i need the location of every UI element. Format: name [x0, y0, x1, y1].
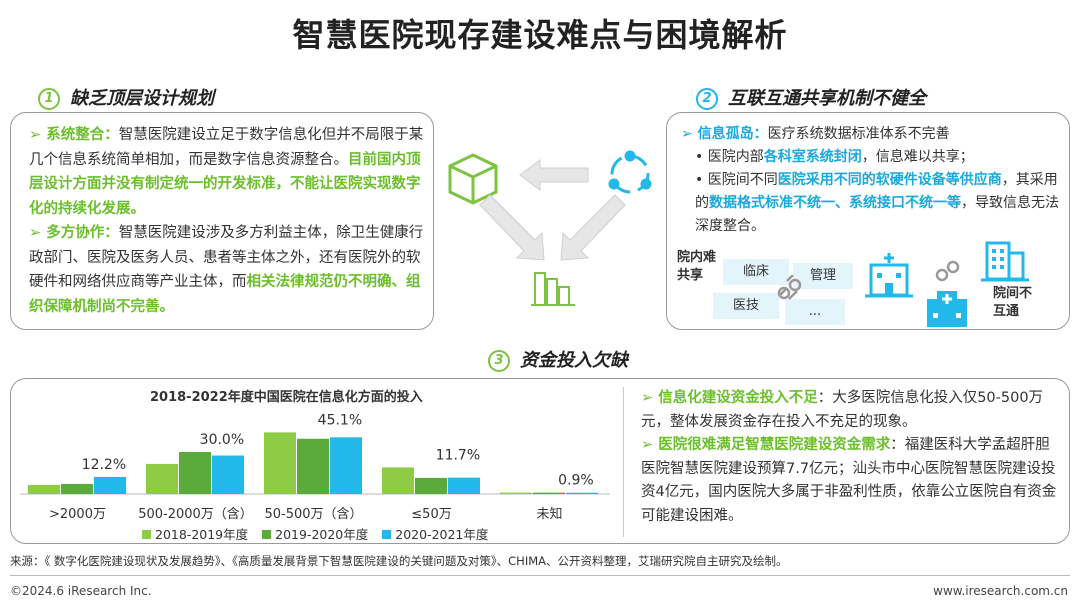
section2-number: 2: [696, 88, 718, 110]
broken-link-icon-2: [935, 260, 960, 282]
section1-box: ➢ 系统整合：智慧医院建设立足于数字信息化但并不局限于某几个信息系统简单相加，而…: [10, 112, 434, 330]
bar-3-2: [297, 438, 329, 494]
bar-1-3: [94, 476, 126, 494]
bar-4-1: [382, 467, 414, 494]
bar-4-2: [415, 477, 447, 494]
data-label-2: 30.0%: [200, 432, 244, 448]
data-label-4: 11.7%: [436, 447, 480, 463]
section2-title: 互联互通共享机制不健全: [728, 88, 926, 109]
section3-title: 资金投入欠缺: [520, 350, 628, 371]
funding-shortage-text: ：大多医院信息化投入仅50-500万元，整体发展资金存在投入不充足的现象。: [641, 390, 1044, 430]
legend-label-2: 2019-2020年度: [275, 527, 369, 542]
page-title: 智慧医院现存建设难点与困境解析: [292, 16, 788, 54]
chip-medtech: 医技: [713, 293, 779, 319]
system-integration-text: 智慧医院建设立足于数字信息化但并不局限于某几个信息系统简单相加，而是数字信息资源…: [29, 127, 424, 168]
legend-label-3: 2020-2021年度: [395, 527, 489, 542]
section1-heading: 1 缺乏顶层设计规划: [38, 84, 214, 110]
category-label-3: 50-500万（含）: [264, 506, 362, 522]
category-label-4: ≤50万: [411, 507, 451, 522]
bullet-arrow-icon: ➢: [641, 437, 659, 453]
system-integration-highlight: 目前国内顶层设计方面并没有制定统一的开发标准，不能让医院实现数字化的持续化发展。: [29, 151, 421, 217]
legend-item-1: 2018-2019年度: [142, 527, 248, 542]
inter-hospital-label: 院间不互通: [993, 286, 1033, 319]
bar-5-1: [500, 492, 532, 494]
funding-demand-label: 医院很难满足智慧医院建设资金需求: [658, 437, 891, 453]
chip-clinical: 临床: [723, 259, 789, 285]
bar-5-3: [566, 492, 598, 494]
hospital-cross-icon: [927, 291, 967, 327]
bullet-arrow-icon: ➢: [29, 225, 47, 241]
bar-3-1: [264, 432, 296, 494]
info-island-label: 信息孤岛：: [697, 126, 768, 142]
section1-title: 缺乏顶层设计规划: [70, 88, 214, 109]
bar-4-3: [448, 477, 480, 494]
b1-highlight: 各科室系统封闭: [763, 149, 862, 165]
bullet-arrow-icon: ➢: [29, 127, 47, 143]
center-illustration: [448, 150, 652, 306]
cube-icon: [448, 153, 498, 205]
chart-legend: 2018-2019年度 2019-2020年度 2020-2021年度: [142, 524, 488, 543]
bar-3-3: [330, 437, 362, 494]
b1-a: 医院内部: [707, 149, 764, 165]
section3-text: ➢ 信息化建设资金投入不足：大多医院信息化投入仅50-500万元，整体发展资金存…: [641, 387, 1061, 528]
bullet-arrow-icon: ➢: [681, 126, 698, 142]
funding-shortage-label: 信息化建设资金投入不足: [658, 390, 818, 406]
section1-text: ➢ 系统整合：智慧医院建设立足于数字信息化但并不局限于某几个信息系统简单相加，而…: [29, 123, 425, 319]
chip-more: ...: [785, 299, 845, 325]
bar-2-1: [146, 463, 178, 494]
office-building-icon: [981, 241, 1029, 282]
arrow-down-left-icon: [560, 194, 626, 261]
data-label-5: 0.9%: [558, 473, 594, 489]
bar-2-2: [179, 452, 211, 494]
info-island-text: 医疗系统数据标准体系不完善: [767, 126, 950, 142]
b2-a: 医院间不同: [707, 172, 778, 188]
section2-box: ➢ 信息孤岛：医疗系统数据标准体系不完善 • 医院内部各科室系统封闭，信息难以共…: [666, 112, 1070, 330]
bullet-arrow-icon: ➢: [641, 390, 659, 406]
legend-label-1: 2018-2019年度: [155, 527, 249, 542]
broken-link-icon: [777, 275, 802, 300]
footer-divider: [10, 575, 1070, 576]
arrow-left-icon: [519, 159, 589, 191]
data-label-1: 12.2%: [82, 457, 126, 473]
bullet-inner: • 医院内部各科室系统封闭，信息难以共享；: [695, 149, 974, 165]
funding-demand-text: ：福建医科大学孟超肝胆医院智慧医院建设预算7.7亿元；汕头市中心医院智慧医院建设…: [641, 437, 1057, 524]
b2-highlight1: 医院采用不同的软硬件设备等供应商: [777, 172, 1002, 188]
b2-c: ，导致信息无法深度整合。: [695, 195, 1059, 234]
source-note: 来源：《 数字化医院建设现状及发展趋势》、《高质量发展背景下智慧医院建设的关键问…: [10, 554, 788, 568]
layers-chart-icon: [531, 272, 575, 306]
section3-number: 3: [488, 350, 510, 372]
inner-share-label: 院内难共享: [677, 250, 717, 283]
b2-b: ，其采用的: [695, 172, 1058, 211]
arrow-down-right-icon: [479, 194, 545, 261]
category-label-2: 500-2000万（含）: [138, 506, 253, 522]
legend-item-3: 2020-2021年度: [382, 527, 488, 542]
bar-1-1: [28, 484, 60, 494]
bar-chart: 12.2% >2000万 30.0% 500-2000万（含） 45.1% 50-500万…: [20, 412, 610, 522]
category-label-1: >2000万: [49, 507, 106, 522]
hospital-building-icon: [865, 253, 913, 298]
website-link[interactable]: www.iresearch.com.cn: [933, 584, 1068, 598]
b1-b: ，信息难以共享；: [861, 149, 974, 165]
collaboration-highlight: 相关法律规范仍不明确、组织保障机制尚不完善。: [29, 274, 421, 315]
category-label-5: 未知: [536, 506, 562, 522]
section2-text: ➢ 信息孤岛：医疗系统数据标准体系不完善 • 医院内部各科室系统封闭，信息难以共…: [681, 123, 1065, 238]
system-integration-label: 系统整合：: [46, 127, 119, 143]
collaboration-label: 多方协作：: [46, 225, 119, 241]
data-label-3: 45.1%: [318, 412, 362, 428]
bar-5-2: [533, 492, 565, 494]
copyright: ©2024.6 iResearch Inc.: [10, 584, 152, 598]
b2-highlight2: 数据格式标准不统一、系统接口不统一等: [709, 195, 961, 211]
bullet-inter: • 医院间不同医院采用不同的软硬件设备等供应商，其采用的数据格式标准不统一、系统…: [695, 172, 1059, 234]
collaboration-text: 智慧医院建设涉及多方利益主体，除卫生健康行政部门、医院及医务人员、患者等主体之外…: [29, 225, 424, 290]
section3-divider: [623, 387, 624, 537]
section1-number: 1: [38, 88, 60, 110]
share-network-icon: [608, 150, 652, 194]
legend-item-2: 2019-2020年度: [262, 527, 368, 542]
chip-management: 管理: [793, 263, 853, 289]
bar-1-2: [61, 483, 93, 494]
chart-title: 2018-2022年度中国医院在信息化方面的投入: [150, 390, 423, 405]
bar-2-3: [212, 455, 244, 494]
section3-heading: 3 资金投入欠缺: [488, 346, 628, 372]
section2-heading: 2 互联互通共享机制不健全: [696, 84, 926, 110]
